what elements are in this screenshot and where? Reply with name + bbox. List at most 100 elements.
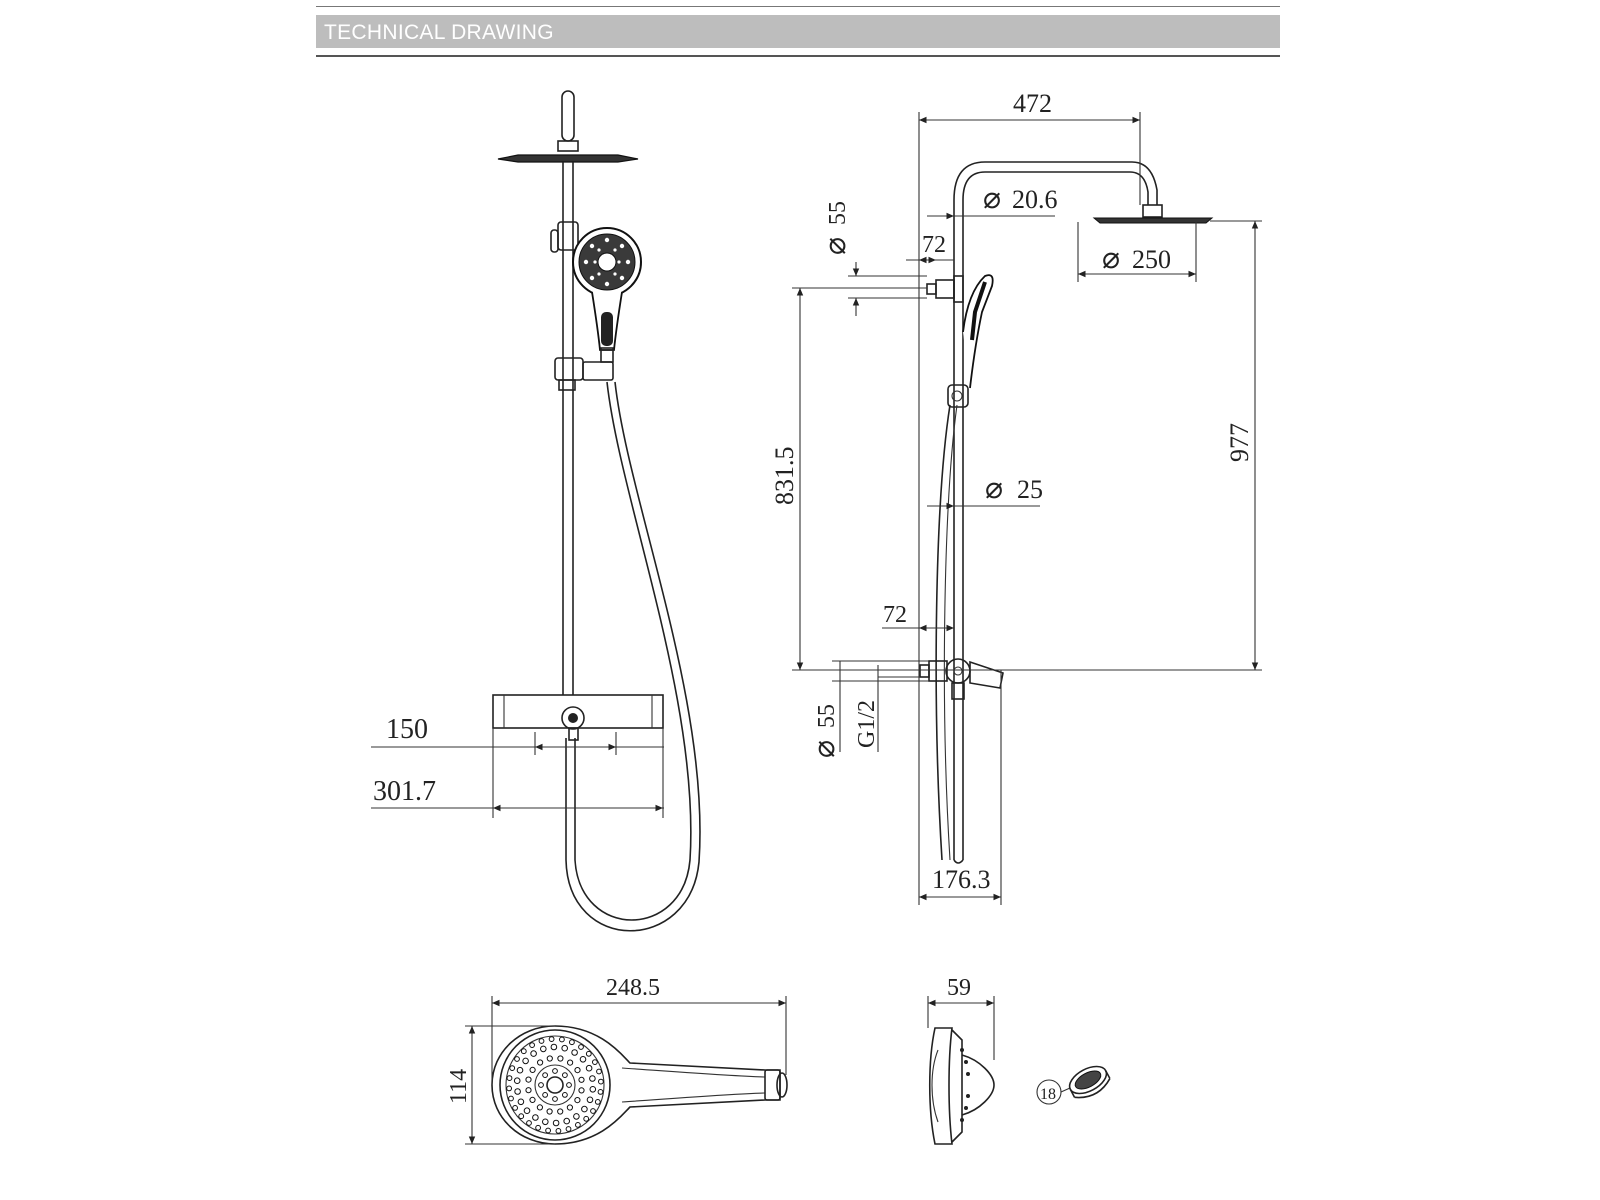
dim-label-250: 250: [1132, 245, 1171, 274]
side-top-bracket: [935, 279, 955, 299]
nozzle: [557, 1055, 564, 1062]
side-arm-outer: [953, 161, 1158, 205]
handset-spray-face: [499, 1029, 611, 1141]
nozzle: [557, 1108, 564, 1115]
nozzle: [578, 1087, 585, 1094]
handset-front-drawing: [491, 1025, 788, 1145]
side-valve-handle: [969, 660, 1004, 689]
nozzle: [532, 1114, 539, 1121]
side-view-drawing: [919, 161, 1214, 864]
nozzle: [548, 1036, 555, 1042]
nozzle: [525, 1076, 532, 1083]
front-dimension-150: 150: [371, 714, 664, 755]
side-dimension-472: 472: [918, 89, 1141, 905]
nozzle: [529, 1066, 536, 1074]
dim-label-301-7: 301.7: [373, 776, 436, 807]
nozzle: [546, 1055, 553, 1062]
nozzle: [566, 1104, 574, 1111]
side-hose: [935, 404, 951, 861]
nozzle: [542, 1072, 548, 1078]
side-dimension-bottom-72: 72: [882, 602, 954, 632]
header-rule-bottom: [316, 55, 1280, 57]
nozzle: [520, 1048, 527, 1055]
dim-label-59: 59: [947, 975, 971, 1001]
nozzle: [514, 1088, 521, 1095]
part-callout-18: 18: [1036, 1065, 1111, 1105]
nozzle: [514, 1056, 520, 1062]
diameter-symbol-rail: ⌀: [985, 472, 1003, 505]
side-dimension-rail-diameter: ⌀ 25: [927, 472, 1043, 510]
nozzle: [552, 1119, 560, 1127]
handset-outline: [491, 1025, 781, 1145]
dim-label-150: 150: [386, 714, 428, 745]
nozzle: [578, 1076, 585, 1083]
handset-side-body: [928, 1027, 953, 1145]
handset-side-neck: [961, 1054, 995, 1116]
nozzle: [545, 1127, 551, 1134]
nozzle: [566, 1082, 572, 1088]
nozzle: [552, 1096, 558, 1102]
diameter-symbol-inlet: ⌀: [808, 740, 841, 758]
nozzle: [581, 1105, 588, 1113]
nozzle: [513, 1077, 521, 1084]
dim-label-top-55: 55: [825, 201, 851, 225]
side-dimension-bottom-55: ⌀ 55 G1/2: [808, 660, 929, 758]
nozzle: [567, 1059, 574, 1066]
nozzle: [538, 1082, 544, 1088]
nozzle: [565, 1126, 572, 1132]
nozzle: [571, 1049, 578, 1056]
side-dimension-176-3: 176.3: [919, 670, 1002, 905]
nozzle: [578, 1044, 584, 1050]
nozzle: [529, 1042, 535, 1048]
nozzle: [586, 1096, 594, 1104]
dim-label-top-72: 72: [922, 232, 946, 258]
front-slider-body: [554, 357, 584, 381]
front-arm-connector: [557, 140, 579, 152]
nozzle: [597, 1089, 604, 1095]
handset-dimension-248-5: 248.5: [491, 975, 787, 1085]
side-handset: [962, 274, 994, 389]
nozzle: [592, 1059, 598, 1065]
nozzle: [529, 1096, 536, 1104]
nozzle: [522, 1057, 529, 1065]
nozzle: [589, 1075, 596, 1082]
nozzle: [518, 1113, 525, 1120]
nozzle: [509, 1065, 516, 1071]
dim-label-bottom-55: 55: [814, 704, 840, 728]
front-valve-outlet: [561, 706, 585, 730]
nozzle: [525, 1087, 532, 1094]
front-view-drawing: [492, 90, 701, 932]
nozzle: [517, 1098, 525, 1106]
side-dimension-top-55: ⌀ 55: [819, 201, 927, 316]
nozzle: [573, 1113, 580, 1120]
front-mixer-valve: [492, 694, 664, 729]
side-dimension-arm-diameter: ⌀ 20.6: [927, 182, 1058, 220]
side-dimension-head-diameter: ⌀ 250: [1077, 222, 1197, 282]
nozzle: [536, 1104, 544, 1111]
nozzle: [535, 1124, 541, 1131]
side-arm-inner: [962, 171, 1149, 205]
dim-label-472: 472: [1013, 89, 1052, 118]
dim-label-20-6: 20.6: [1012, 185, 1058, 214]
side-dimension-831-5: 831.5: [770, 287, 1262, 671]
nozzle: [550, 1043, 558, 1051]
nozzle: [583, 1115, 590, 1122]
dim-label-bottom-72: 72: [883, 602, 907, 628]
nozzle: [530, 1050, 537, 1057]
nozzle: [546, 1108, 553, 1115]
nozzle: [537, 1059, 544, 1066]
handset-nozzles: [506, 1036, 604, 1134]
front-hose-outer: [574, 381, 692, 921]
dim-label-248-5: 248.5: [606, 975, 660, 1001]
page-title: TECHNICAL DRAWING: [324, 21, 554, 44]
handset-side-drawing: [928, 1027, 995, 1145]
front-hose-inner: [565, 381, 701, 932]
dim-label-114: 114: [446, 1069, 472, 1104]
nozzle: [526, 1120, 532, 1126]
side-valve-body: [945, 658, 971, 684]
front-slider-holder: [582, 361, 614, 381]
front-overhead-head: [497, 154, 639, 163]
nozzle: [579, 1056, 587, 1063]
diameter-symbol-head: ⌀: [1102, 242, 1120, 275]
